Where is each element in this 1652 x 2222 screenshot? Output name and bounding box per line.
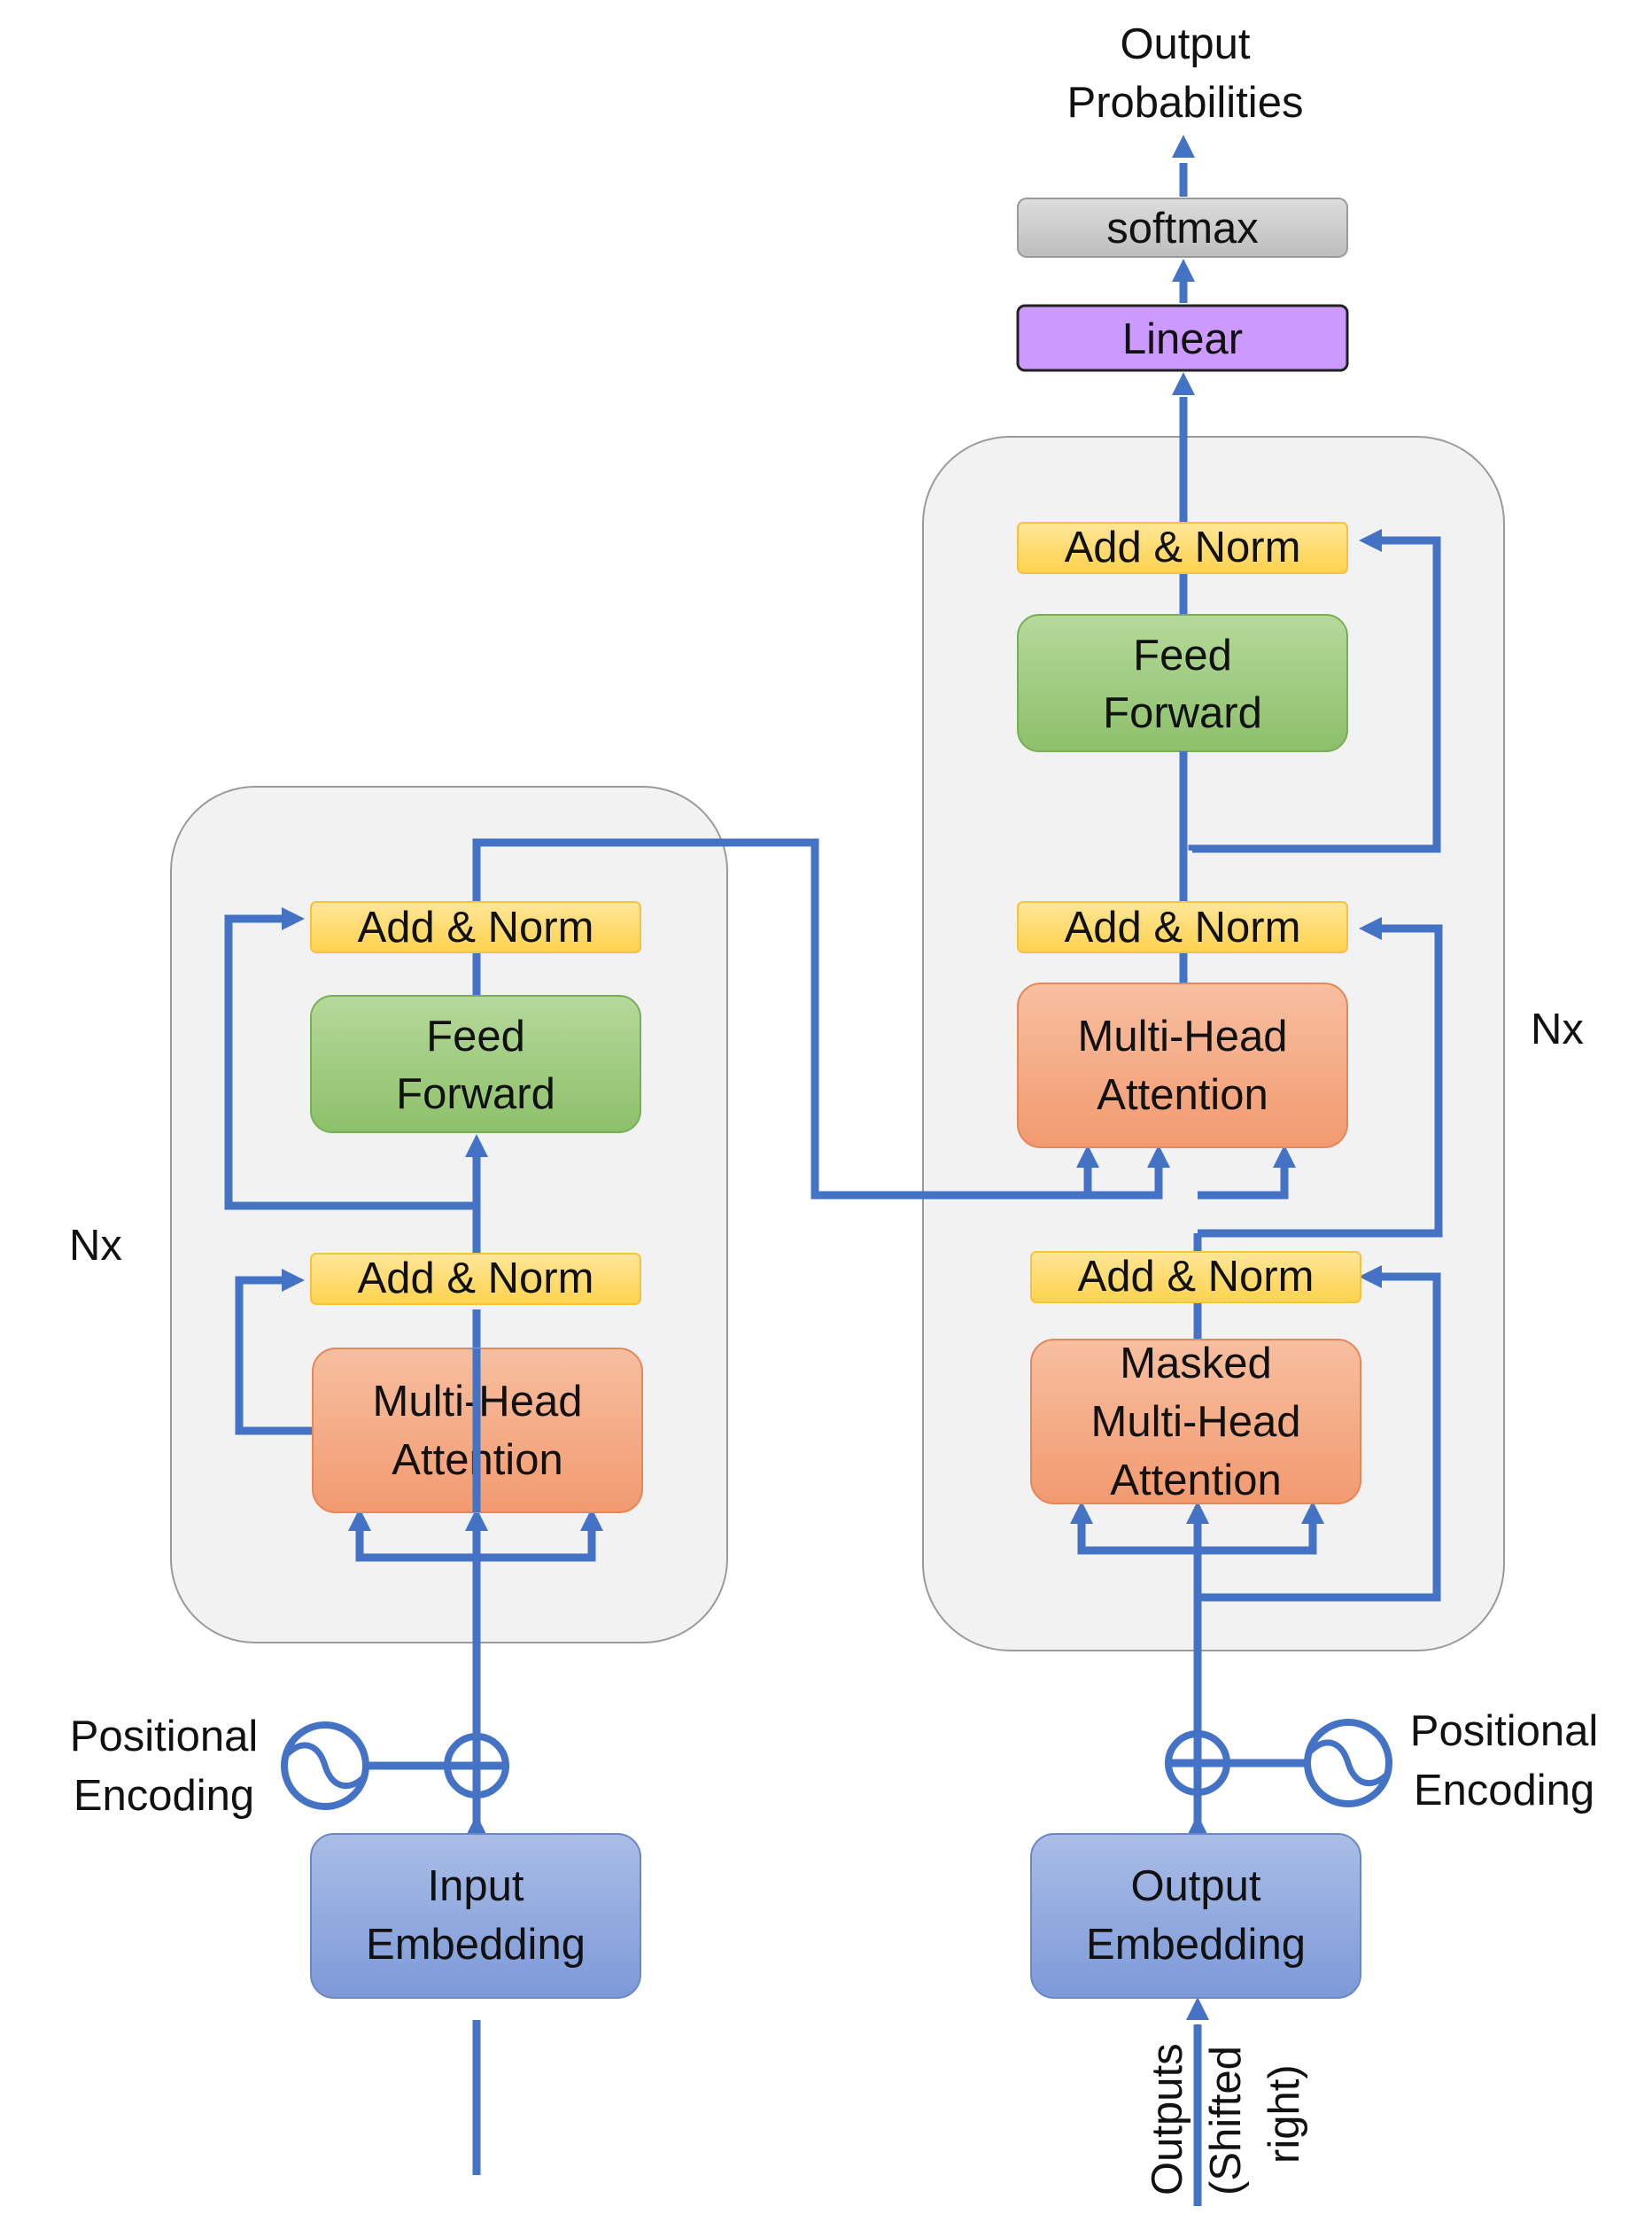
decoder-add-norm-top[interactable]: Add & Norm bbox=[1017, 522, 1348, 574]
decoder-masked-line-2: Multi-Head bbox=[1091, 1398, 1301, 1446]
linear-layer[interactable]: Linear bbox=[1016, 304, 1349, 372]
decoder-feed-forward-line-1: Feed bbox=[1133, 632, 1232, 680]
softmax-layer[interactable]: softmax bbox=[1017, 198, 1348, 258]
encoder-feed-forward-line-1: Feed bbox=[426, 1013, 525, 1060]
encoder-positional-line-1: Positional bbox=[70, 1713, 258, 1760]
encoder-nx-label: Nx bbox=[69, 1222, 122, 1270]
encoder-add-norm-top-label: Add & Norm bbox=[358, 904, 594, 952]
decoder-residual-cross-line bbox=[1198, 924, 1443, 1238]
decoder-qkv-split-line bbox=[1077, 1521, 1317, 1555]
decoder-output-embedding[interactable]: Output Embedding bbox=[1030, 1833, 1361, 1999]
decoder-masked-line-3: Attention bbox=[1110, 1457, 1281, 1504]
encoder-positional-encoding: Positional Encoding bbox=[70, 1713, 509, 1820]
output-probabilities-label: Output Probabilities bbox=[1067, 20, 1304, 127]
decoder-input-line-3: right) bbox=[1260, 2064, 1308, 2164]
encoder-embedding-line-1: Input bbox=[428, 1862, 524, 1910]
output-probabilities-line-1: Output bbox=[1120, 20, 1250, 68]
decoder-input-line-2: (Shifted bbox=[1202, 2046, 1250, 2195]
encoder-add-norm-bottom-label: Add & Norm bbox=[358, 1255, 594, 1302]
decoder-add-norm-middle-label: Add & Norm bbox=[1065, 904, 1301, 952]
decoder-cross-attention-line-2: Attention bbox=[1097, 1071, 1268, 1119]
encoder-qkv-split-line bbox=[355, 1528, 596, 1562]
decoder-input-line-1: Outputs bbox=[1144, 2043, 1191, 2195]
encoder-input-embedding[interactable]: Input Embedding bbox=[310, 1833, 641, 1999]
decoder-cross-attention-line-1: Multi-Head bbox=[1078, 1013, 1288, 1060]
decoder-add-norm-middle[interactable]: Add & Norm bbox=[1017, 901, 1348, 953]
decoder-residual-ff-line bbox=[1188, 536, 1441, 853]
decoder-feed-forward[interactable]: Feed Forward bbox=[1017, 614, 1348, 752]
encoder-output-to-decoder-line bbox=[472, 838, 1163, 1200]
decoder-masked-line-1: Masked bbox=[1120, 1340, 1272, 1387]
decoder-positional-encoding: Positional Encoding bbox=[1165, 1707, 1598, 1814]
decoder-positional-line-1: Positional bbox=[1410, 1707, 1598, 1755]
decoder-query-line bbox=[1198, 1164, 1289, 1200]
arrowheads bbox=[282, 135, 1382, 2020]
decoder-feed-forward-line-2: Forward bbox=[1103, 689, 1262, 737]
decoder-embedding-line-2: Embedding bbox=[1086, 1921, 1306, 1969]
decoder-masked-multi-head-attention[interactable]: Masked Multi-Head Attention bbox=[1030, 1339, 1361, 1504]
decoder-positional-line-2: Encoding bbox=[1414, 1767, 1594, 1814]
decoder-input-label: Outputs (Shifted right) bbox=[1144, 2043, 1308, 2195]
decoder-add-norm-bottom-label: Add & Norm bbox=[1078, 1253, 1315, 1301]
encoder-embedding-line-2: Embedding bbox=[366, 1921, 586, 1969]
encoder-residual-ff-line bbox=[224, 914, 477, 1210]
decoder-sine-wave-icon bbox=[1304, 1719, 1392, 1807]
encoder-positional-line-2: Encoding bbox=[74, 1772, 254, 1820]
encoder-add-norm-top[interactable]: Add & Norm bbox=[310, 901, 641, 953]
encoder-add-norm-bottom[interactable]: Add & Norm bbox=[310, 1253, 641, 1305]
softmax-label: softmax bbox=[1106, 205, 1259, 252]
decoder-residual-masked-line bbox=[1198, 1272, 1441, 1602]
encoder-feed-forward-line-2: Forward bbox=[396, 1070, 555, 1118]
decoder-add-norm-top-label: Add & Norm bbox=[1065, 524, 1301, 571]
decoder-add-norm-bottom[interactable]: Add & Norm bbox=[1030, 1251, 1361, 1303]
decoder-embedding-line-1: Output bbox=[1130, 1862, 1260, 1910]
encoder-feed-forward[interactable]: Feed Forward bbox=[310, 995, 641, 1133]
decoder-cross-attention[interactable]: Multi-Head Attention bbox=[1017, 983, 1348, 1148]
output-probabilities-line-2: Probabilities bbox=[1067, 79, 1304, 127]
decoder-nx-label: Nx bbox=[1531, 1006, 1584, 1053]
linear-label: Linear bbox=[1122, 315, 1243, 363]
